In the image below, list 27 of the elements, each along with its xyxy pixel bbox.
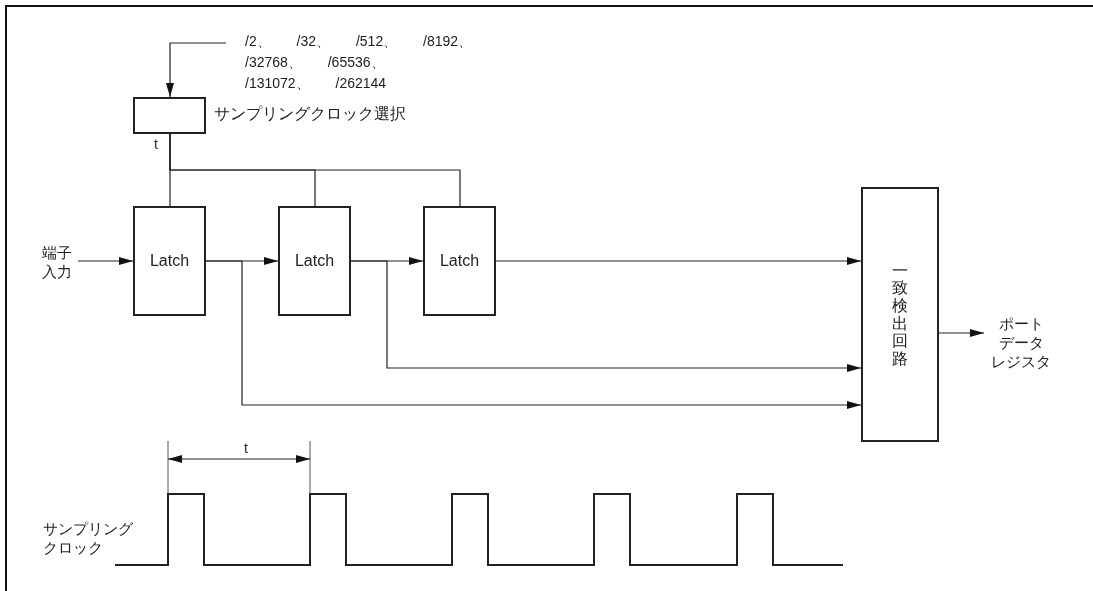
arrow [166, 42, 227, 98]
box-label: Latch [149, 252, 190, 270]
box-label: 一致検出回路 [892, 261, 908, 368]
arrow [938, 329, 985, 337]
signal-label: レジスタ [991, 352, 1051, 371]
signal-label: ポート [998, 314, 1044, 333]
box-label: Latch [294, 252, 335, 270]
connector-line [169, 133, 461, 207]
caption-text: サンプリングクロック選択 [214, 104, 406, 124]
signal-label: データ [998, 333, 1044, 352]
signal-label: サンプリングクロック [43, 520, 133, 558]
arrow [350, 260, 862, 372]
divider-option-text: /131072、 /262144 [245, 74, 387, 93]
selector-box [133, 97, 206, 134]
divider-option-text: /2、 /32、 /512、 /8192、 [245, 32, 473, 51]
arrow [495, 257, 862, 265]
dimension-label: t [244, 440, 248, 458]
signal-label: 端子入力 [42, 244, 72, 282]
latch-box [133, 206, 206, 316]
caption-text: t [154, 136, 158, 154]
arrow [77, 257, 134, 265]
box-label: Latch [439, 252, 480, 270]
latch-box [278, 206, 351, 316]
match-detector-box [861, 187, 939, 442]
latch-box [423, 206, 496, 316]
divider-option-text: /32768、 /65536、 [245, 53, 385, 72]
arrow [205, 260, 862, 409]
